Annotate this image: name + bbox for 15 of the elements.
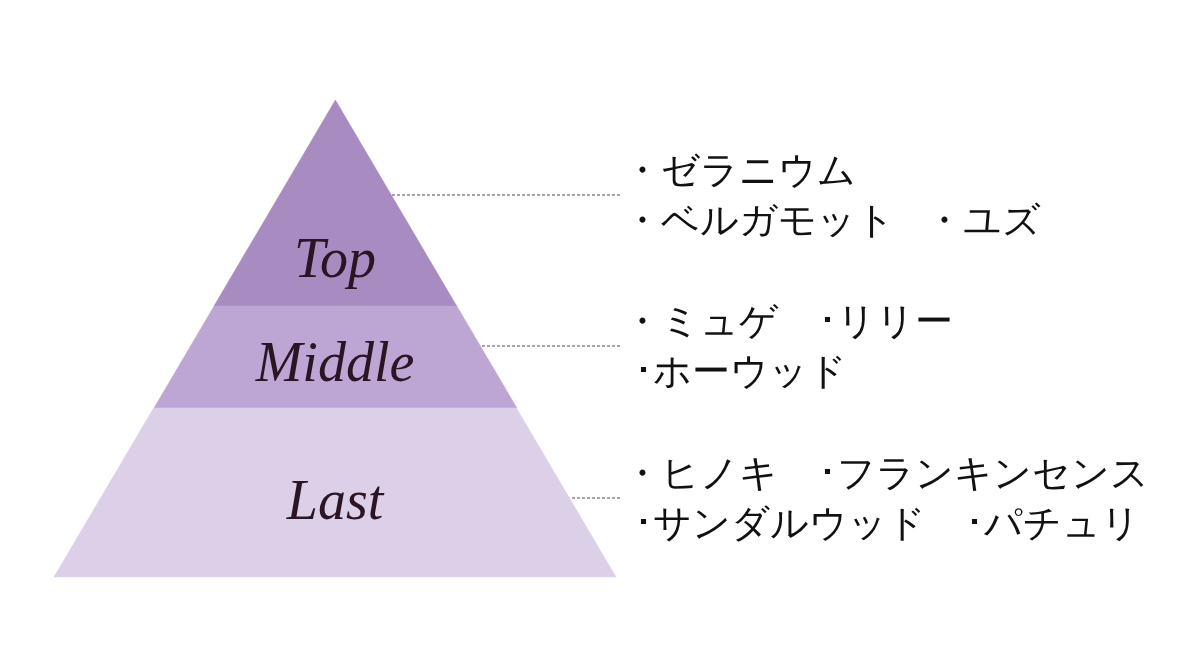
note-item: ・ミュゲ <box>623 298 778 344</box>
note-item: ・ユズ <box>925 197 1041 243</box>
note-item: ･ホーウッド <box>634 348 847 394</box>
note-item: ･サンダルウッド <box>634 500 926 546</box>
leader-line <box>479 345 621 347</box>
note-item: ・ゼラニウム <box>623 147 856 193</box>
leader-line <box>569 497 621 499</box>
note-item: ･リリー <box>818 298 953 344</box>
note-item: ・ベルガモット <box>623 197 895 243</box>
tier-label: Middle <box>255 334 415 390</box>
note-item: ･パチュリ <box>965 500 1140 546</box>
leader-line <box>390 194 621 196</box>
tier-label: Last <box>286 472 384 528</box>
note-item: ・ヒノキ <box>623 450 778 496</box>
note-item: ･フランキンセンス <box>818 450 1149 496</box>
